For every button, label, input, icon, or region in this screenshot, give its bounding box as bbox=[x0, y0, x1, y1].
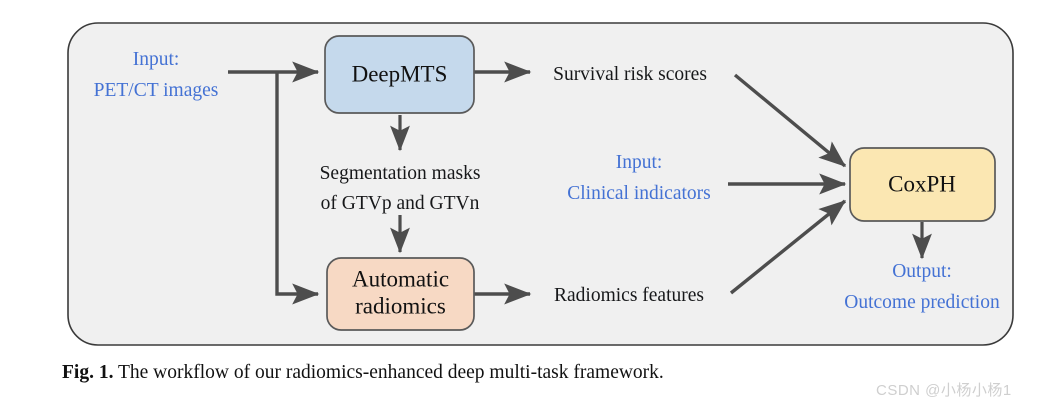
label-input-images-line2: PET/CT images bbox=[94, 80, 219, 101]
node-coxph-label: CoxPH bbox=[888, 171, 956, 196]
node-automatic-radiomics[interactable] bbox=[326, 257, 475, 331]
label-segmentation-masks-line1: Segmentation masks bbox=[320, 163, 481, 184]
label-survival-risk-scores: Survival risk scores bbox=[553, 64, 707, 85]
label-clinical-indicators-line2: Clinical indicators bbox=[567, 183, 711, 204]
label-clinical-indicators-line1: Input: bbox=[616, 152, 663, 173]
arrow-survival-to-coxph bbox=[733, 73, 847, 168]
figure-caption-number: Fig. 1. bbox=[62, 362, 114, 383]
node-automatic-radiomics-label-line2: radiomics bbox=[355, 293, 446, 318]
watermark-text: CSDN @小杨小杨1 bbox=[876, 382, 1012, 399]
node-deepmts[interactable] bbox=[324, 35, 475, 114]
figure-caption: Fig. 1. The workflow of our radiomics-en… bbox=[62, 362, 664, 384]
panel-background bbox=[67, 22, 1014, 346]
figure-caption-body: The workflow of our radiomics-enhanced d… bbox=[113, 362, 664, 383]
label-output-line2: Outcome prediction bbox=[844, 292, 1000, 313]
arrow-features-to-coxph bbox=[729, 199, 847, 295]
label-input-images-line1: Input: bbox=[133, 49, 180, 70]
node-coxph[interactable] bbox=[849, 147, 996, 222]
node-deepmts-label: DeepMTS bbox=[352, 61, 448, 86]
label-output-line1: Output: bbox=[892, 261, 952, 282]
label-radiomics-features: Radiomics features bbox=[554, 285, 704, 306]
label-segmentation-masks-line2: of GTVp and GTVn bbox=[321, 193, 480, 214]
arrow-input-to-radiomics bbox=[275, 72, 320, 305]
node-automatic-radiomics-label-line1: Automatic bbox=[352, 266, 449, 291]
